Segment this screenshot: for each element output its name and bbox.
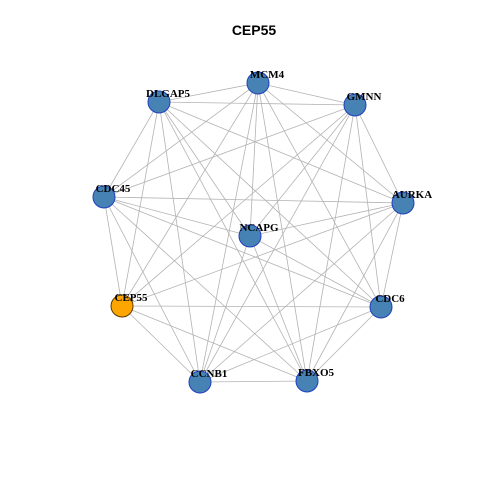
edge-aurka-ccnb1 (199, 202, 404, 383)
node-mcm4[interactable] (246, 71, 270, 95)
edge-mcm4-dlgap5 (158, 82, 259, 103)
edge-gmnn-cdc6 (354, 104, 382, 308)
node-label-gmnn: GMNN (347, 91, 382, 103)
node-cdc45[interactable] (92, 185, 116, 209)
node-cep55[interactable] (110, 294, 134, 318)
nodes-layer (92, 71, 415, 394)
edge-ccnb1-cep55 (121, 305, 201, 383)
edge-gmnn-ncapg (249, 104, 356, 237)
node-ncapg[interactable] (238, 224, 262, 248)
edge-dlgap5-ncapg (158, 101, 251, 237)
edge-cdc6-dlgap5 (158, 101, 382, 308)
edge-cep55-cdc45 (103, 196, 123, 307)
edge-aurka-cdc6 (380, 202, 404, 308)
node-dlgap5[interactable] (147, 90, 171, 114)
edge-cdc6-ncapg (249, 235, 382, 308)
node-label-cdc6: CDC6 (375, 293, 405, 305)
node-label-fbxo5: FBXO5 (298, 367, 335, 379)
edge-mcm4-ncapg (249, 82, 259, 237)
node-label-cep55: CEP55 (115, 292, 149, 304)
edges-layer (103, 82, 404, 383)
edge-cdc6-cdc45 (103, 196, 382, 308)
edge-mcm4-gmnn (257, 82, 356, 106)
edge-mcm4-cep55 (121, 82, 259, 307)
edge-fbxo5-ccnb1 (199, 380, 308, 383)
node-label-ccnb1: CCNB1 (191, 368, 228, 380)
edge-gmnn-cdc45 (103, 104, 356, 198)
node-fbxo5[interactable] (295, 369, 319, 393)
edge-gmnn-fbxo5 (306, 104, 356, 382)
edge-gmnn-cep55 (121, 104, 356, 307)
edge-aurka-cdc45 (103, 196, 404, 204)
graph-title: CEP55 (232, 22, 277, 38)
node-label-aurka: AURKA (392, 189, 432, 201)
edge-ccnb1-cdc45 (103, 196, 201, 383)
edge-cep55-dlgap5 (121, 101, 160, 307)
node-label-dlgap5: DLGAP5 (146, 88, 191, 100)
edge-aurka-cep55 (121, 202, 404, 307)
edge-cdc6-ccnb1 (199, 306, 382, 383)
edge-mcm4-aurka (257, 82, 404, 204)
edge-aurka-fbxo5 (306, 202, 404, 382)
edge-cdc45-ncapg (103, 196, 251, 237)
edge-gmnn-aurka (354, 104, 404, 204)
edge-fbxo5-cep55 (121, 305, 308, 382)
edge-mcm4-cdc6 (257, 82, 382, 308)
node-label-cdc45: CDC45 (96, 183, 131, 195)
edge-fbxo5-cdc45 (103, 196, 308, 382)
edge-ccnb1-ncapg (199, 235, 251, 383)
edge-mcm4-ccnb1 (199, 82, 259, 383)
edge-mcm4-cdc45 (103, 82, 259, 198)
edge-cdc6-fbxo5 (306, 306, 382, 382)
edge-aurka-dlgap5 (158, 101, 404, 204)
edge-mcm4-fbxo5 (257, 82, 308, 382)
node-gmnn[interactable] (343, 93, 367, 117)
edge-cdc6-cep55 (121, 305, 382, 308)
node-cdc6[interactable] (369, 295, 393, 319)
node-label-mcm4: MCM4 (250, 69, 285, 81)
edge-fbxo5-dlgap5 (158, 101, 308, 382)
node-ccnb1[interactable] (188, 370, 212, 394)
edge-fbxo5-ncapg (249, 235, 308, 382)
edge-cdc45-dlgap5 (103, 101, 160, 198)
edge-aurka-ncapg (249, 202, 404, 237)
edge-gmnn-ccnb1 (199, 104, 356, 383)
edge-gmnn-dlgap5 (158, 101, 356, 106)
node-label-ncapg: NCAPG (239, 222, 279, 234)
node-aurka[interactable] (391, 191, 415, 215)
edge-ccnb1-dlgap5 (158, 101, 201, 383)
